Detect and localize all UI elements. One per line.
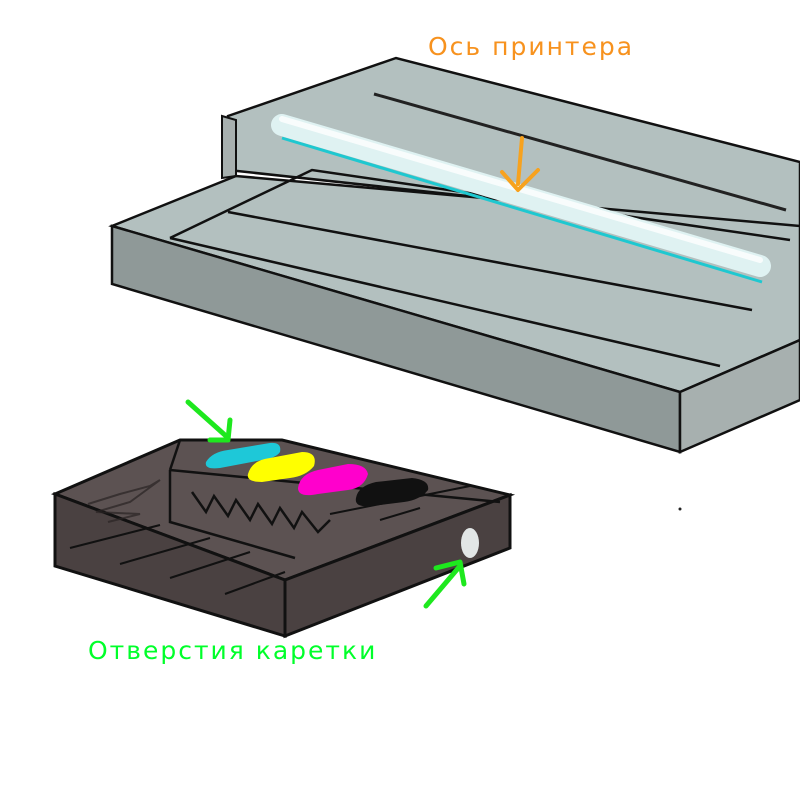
ink-cyan bbox=[205, 442, 281, 469]
carriage-rear-edge bbox=[168, 439, 182, 471]
carriage-holes-label: Отверстия каретки bbox=[88, 636, 378, 665]
stray-dot bbox=[678, 507, 682, 511]
carriage-slat bbox=[119, 537, 211, 565]
ink-slots bbox=[205, 442, 429, 507]
carriage-right bbox=[283, 492, 512, 639]
ink-black bbox=[355, 478, 429, 507]
printer-tray-mid-line bbox=[227, 210, 753, 312]
printer-rear-slot bbox=[373, 92, 787, 212]
carriage-slat bbox=[169, 551, 251, 579]
carriage-slat bbox=[224, 571, 286, 595]
ink-yellow bbox=[247, 452, 315, 482]
carriage-spring bbox=[190, 491, 331, 534]
carriage-inner-wall bbox=[168, 470, 296, 560]
printer-tray-front-line bbox=[169, 236, 721, 368]
carriage-slat bbox=[69, 524, 161, 549]
ink-magenta bbox=[298, 464, 368, 496]
arrow-down-icon bbox=[500, 136, 540, 192]
arrow-up-right-icon bbox=[423, 559, 467, 609]
carriage-scribble bbox=[87, 479, 161, 523]
carriage-slot-line bbox=[379, 507, 421, 521]
printer-rear-side bbox=[221, 114, 237, 180]
arrow-down-right-icon bbox=[185, 399, 233, 443]
carriage bbox=[50, 438, 516, 639]
carriage-hole bbox=[461, 528, 479, 558]
printer-right-face bbox=[678, 338, 800, 454]
printer-axis-label: Ось принтера bbox=[428, 32, 635, 61]
